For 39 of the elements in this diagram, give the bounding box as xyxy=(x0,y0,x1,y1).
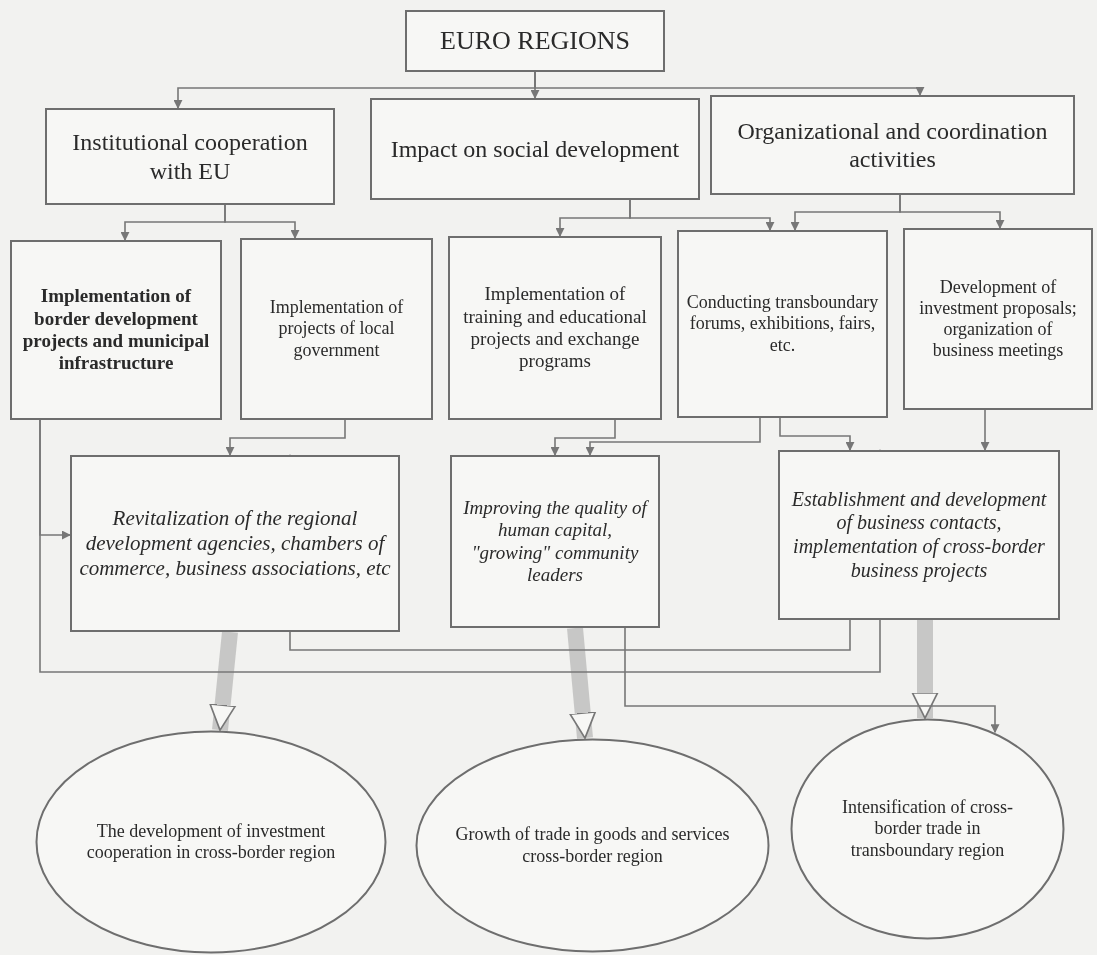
process-box xyxy=(903,228,1093,410)
process-box xyxy=(10,240,222,420)
process-box xyxy=(778,450,1060,620)
arrow xyxy=(224,204,300,239)
node-text: Implementation of training and educational projects and exchange programs xyxy=(462,283,648,373)
process-box xyxy=(710,95,1075,195)
outcome-ellipse xyxy=(790,718,1065,940)
node-text: Intensification of cross-border trade in transboundary region xyxy=(841,797,1014,861)
process-box xyxy=(448,236,662,420)
node-text: Establishment and development of business contacts, implementation of cross-border business projects xyxy=(790,487,1048,583)
node-text: Growth of trade in goods and services cross-border region xyxy=(455,824,730,867)
process-box xyxy=(405,10,665,72)
arrow xyxy=(980,409,990,451)
process-box xyxy=(240,238,433,420)
outcome-ellipse xyxy=(415,738,770,953)
arrow xyxy=(225,419,346,456)
arrow xyxy=(629,199,775,231)
arrow xyxy=(899,194,1005,229)
arrow xyxy=(779,417,855,451)
node-text: Impact on social development xyxy=(390,134,680,164)
node-text: Implementation of border development projects and municipal infrastructure xyxy=(21,285,211,375)
process-box xyxy=(677,230,888,418)
process-box xyxy=(45,108,335,205)
arrow xyxy=(585,417,761,456)
process-box xyxy=(70,455,400,632)
arrow xyxy=(550,419,616,456)
process-box xyxy=(370,98,700,200)
node-text: Development of investment proposals; organization of business meetings xyxy=(918,276,1078,362)
arrow xyxy=(624,627,1000,734)
node-text: Conducting transboundary forums, exhibitions, fairs, etc. xyxy=(685,292,880,356)
node-text: The development of investment cooperation in cross-border region xyxy=(85,820,337,864)
outcome-ellipse xyxy=(35,730,387,954)
node-text: Improving the quality of human capital, "growing" community leaders xyxy=(462,496,650,587)
node-text: Organizational and coordination activities xyxy=(736,116,1049,174)
node-text: Revitalization of the regional development agencies, chambers of commerce, business associations, etc xyxy=(78,506,392,581)
process-box xyxy=(450,455,660,628)
node-text: Institutional cooperation with EU xyxy=(71,128,309,185)
node-text: Implementation of projects of local government xyxy=(268,297,405,361)
node-text: EURO REGIONS xyxy=(440,25,630,57)
